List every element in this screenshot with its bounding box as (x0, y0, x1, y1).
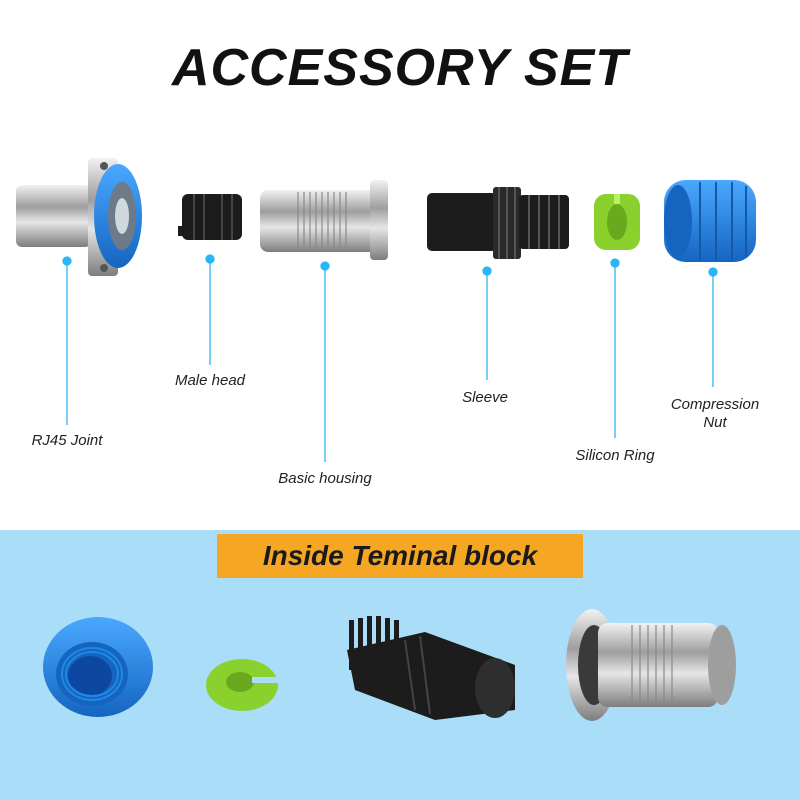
leader-silicon-ring (610, 258, 620, 438)
leader-lines (62, 254, 718, 462)
silicon-ring-image (594, 194, 640, 250)
label-silicon-ring: Silicon Ring (575, 447, 655, 464)
male-head-image (178, 194, 242, 240)
rj45-joint-image (16, 158, 142, 276)
leader-sleeve (482, 266, 492, 380)
leader-compression-nut (708, 267, 718, 387)
basic-housing-image (260, 180, 388, 260)
label-basic-housing: Basic housing (278, 470, 372, 487)
sleeve-inside-image (347, 616, 515, 720)
page-title: ACCESSORY SET (171, 39, 629, 97)
label-compression-nut-line2: Nut (703, 414, 727, 431)
compression-nut-inside-image (43, 617, 153, 717)
leader-male-head (205, 254, 215, 365)
label-rj45-joint: RJ45 Joint (31, 432, 103, 449)
silicon-ring-inside-image (206, 659, 282, 711)
top-section (0, 0, 800, 530)
inside-terminal-block-banner: Inside Teminal block (217, 534, 583, 578)
leader-rj45 (62, 256, 72, 425)
compression-nut-image (664, 180, 756, 262)
label-male-head: Male head (174, 372, 246, 389)
label-sleeve: Sleeve (462, 389, 508, 406)
label-compression-nut-line1: Compression (670, 396, 760, 413)
basic-housing-inside-image (566, 609, 736, 721)
label-compression-nut: Compression Nut (660, 396, 770, 432)
leader-basic-housing (320, 261, 330, 462)
sleeve-image (427, 187, 569, 259)
